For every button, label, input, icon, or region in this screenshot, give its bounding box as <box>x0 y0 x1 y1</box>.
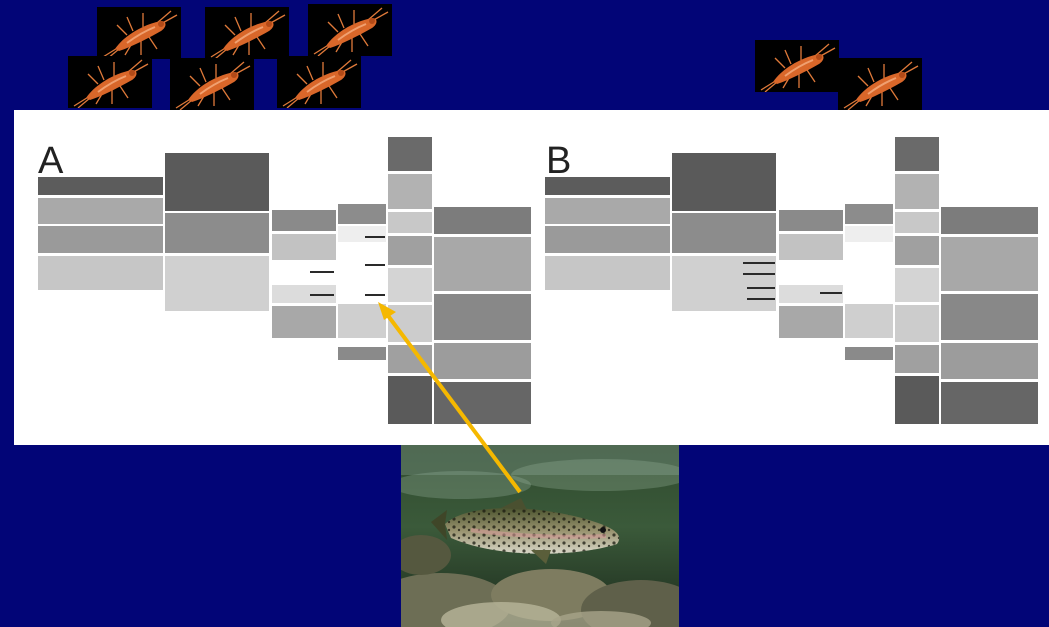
gel-band <box>38 177 163 195</box>
gel-band <box>38 198 163 224</box>
gel-b-lane-3 <box>779 210 843 338</box>
gel-band <box>388 376 432 424</box>
gel-band <box>895 376 939 424</box>
gel-a-lane-3 <box>272 210 336 338</box>
gel-band <box>672 153 776 211</box>
band-marker <box>365 294 385 296</box>
stonefly-nymph-icon <box>97 7 181 59</box>
gel-a-lane-1 <box>38 177 163 290</box>
stonefly-nymph-icon <box>170 58 254 110</box>
gel-b-lane-6 <box>941 207 1038 424</box>
gel-band <box>434 382 531 424</box>
gel-a-lane-2 <box>165 153 269 311</box>
gel-band <box>272 306 336 338</box>
gel-band <box>895 137 939 171</box>
gel-band <box>941 343 1038 379</box>
stonefly-nymph-icon <box>838 58 922 110</box>
band-marker <box>820 292 842 294</box>
band-marker <box>743 262 775 264</box>
gel-band <box>434 343 531 379</box>
gel-band <box>434 294 531 340</box>
gel-band <box>272 234 336 260</box>
gel-band <box>779 306 843 338</box>
gel-band <box>388 305 432 342</box>
band-marker <box>365 264 385 266</box>
gel-band <box>38 256 163 290</box>
band-marker <box>365 236 385 238</box>
gel-band <box>845 304 893 338</box>
gel-band <box>434 237 531 291</box>
gel-b-lane-1 <box>545 177 670 290</box>
gel-band <box>388 268 432 302</box>
band-marker <box>747 298 775 300</box>
gel-band <box>941 382 1038 424</box>
band-marker <box>310 294 334 296</box>
gel-band <box>672 256 776 311</box>
stonefly-nymph-icon <box>308 4 392 56</box>
gel-band <box>895 345 939 373</box>
gel-band <box>845 204 893 224</box>
band-marker <box>747 287 775 289</box>
gel-band <box>672 213 776 253</box>
stonefly-nymph-icon <box>277 56 361 108</box>
band-marker <box>743 273 775 275</box>
gel-band <box>779 234 843 260</box>
gel-band <box>165 213 269 253</box>
gel-band <box>165 153 269 211</box>
gel-band <box>338 304 386 338</box>
gel-band <box>338 347 386 360</box>
gel-band <box>895 236 939 265</box>
panel-label-a: A <box>38 142 63 180</box>
gel-band <box>895 212 939 233</box>
gel-panel: A B <box>14 110 1049 445</box>
gel-band <box>388 137 432 171</box>
gel-band <box>38 226 163 253</box>
gel-band <box>941 207 1038 234</box>
stonefly-nymph-icon <box>68 56 152 108</box>
stonefly-nymph-icon <box>205 7 289 59</box>
gel-band <box>845 347 893 360</box>
gel-band <box>895 174 939 209</box>
gel-band <box>434 207 531 234</box>
band-marker <box>310 271 334 273</box>
gel-b-lane-4 <box>845 204 893 360</box>
gel-band <box>388 345 432 373</box>
gel-band <box>545 256 670 290</box>
gel-a-lane-6 <box>434 207 531 424</box>
gel-band <box>165 256 269 311</box>
gel-band <box>388 174 432 209</box>
gel-band <box>941 294 1038 340</box>
gel-band <box>272 210 336 231</box>
gel-band <box>338 226 386 242</box>
gel-band <box>338 204 386 224</box>
gel-band <box>545 226 670 253</box>
gel-band <box>941 237 1038 291</box>
gel-band <box>545 198 670 224</box>
gel-band <box>779 285 843 303</box>
gel-band <box>545 177 670 195</box>
gel-a-lane-4 <box>338 204 386 360</box>
gel-band <box>388 212 432 233</box>
gel-b-lane-5 <box>895 137 939 424</box>
gel-band <box>779 210 843 231</box>
gel-band <box>895 305 939 342</box>
gel-a-lane-5 <box>388 137 432 424</box>
trout-photo <box>401 445 679 627</box>
stonefly-nymph-icon <box>755 40 839 92</box>
gel-band <box>388 236 432 265</box>
gel-band <box>895 268 939 302</box>
gel-band <box>845 226 893 242</box>
panel-label-b: B <box>546 142 571 180</box>
